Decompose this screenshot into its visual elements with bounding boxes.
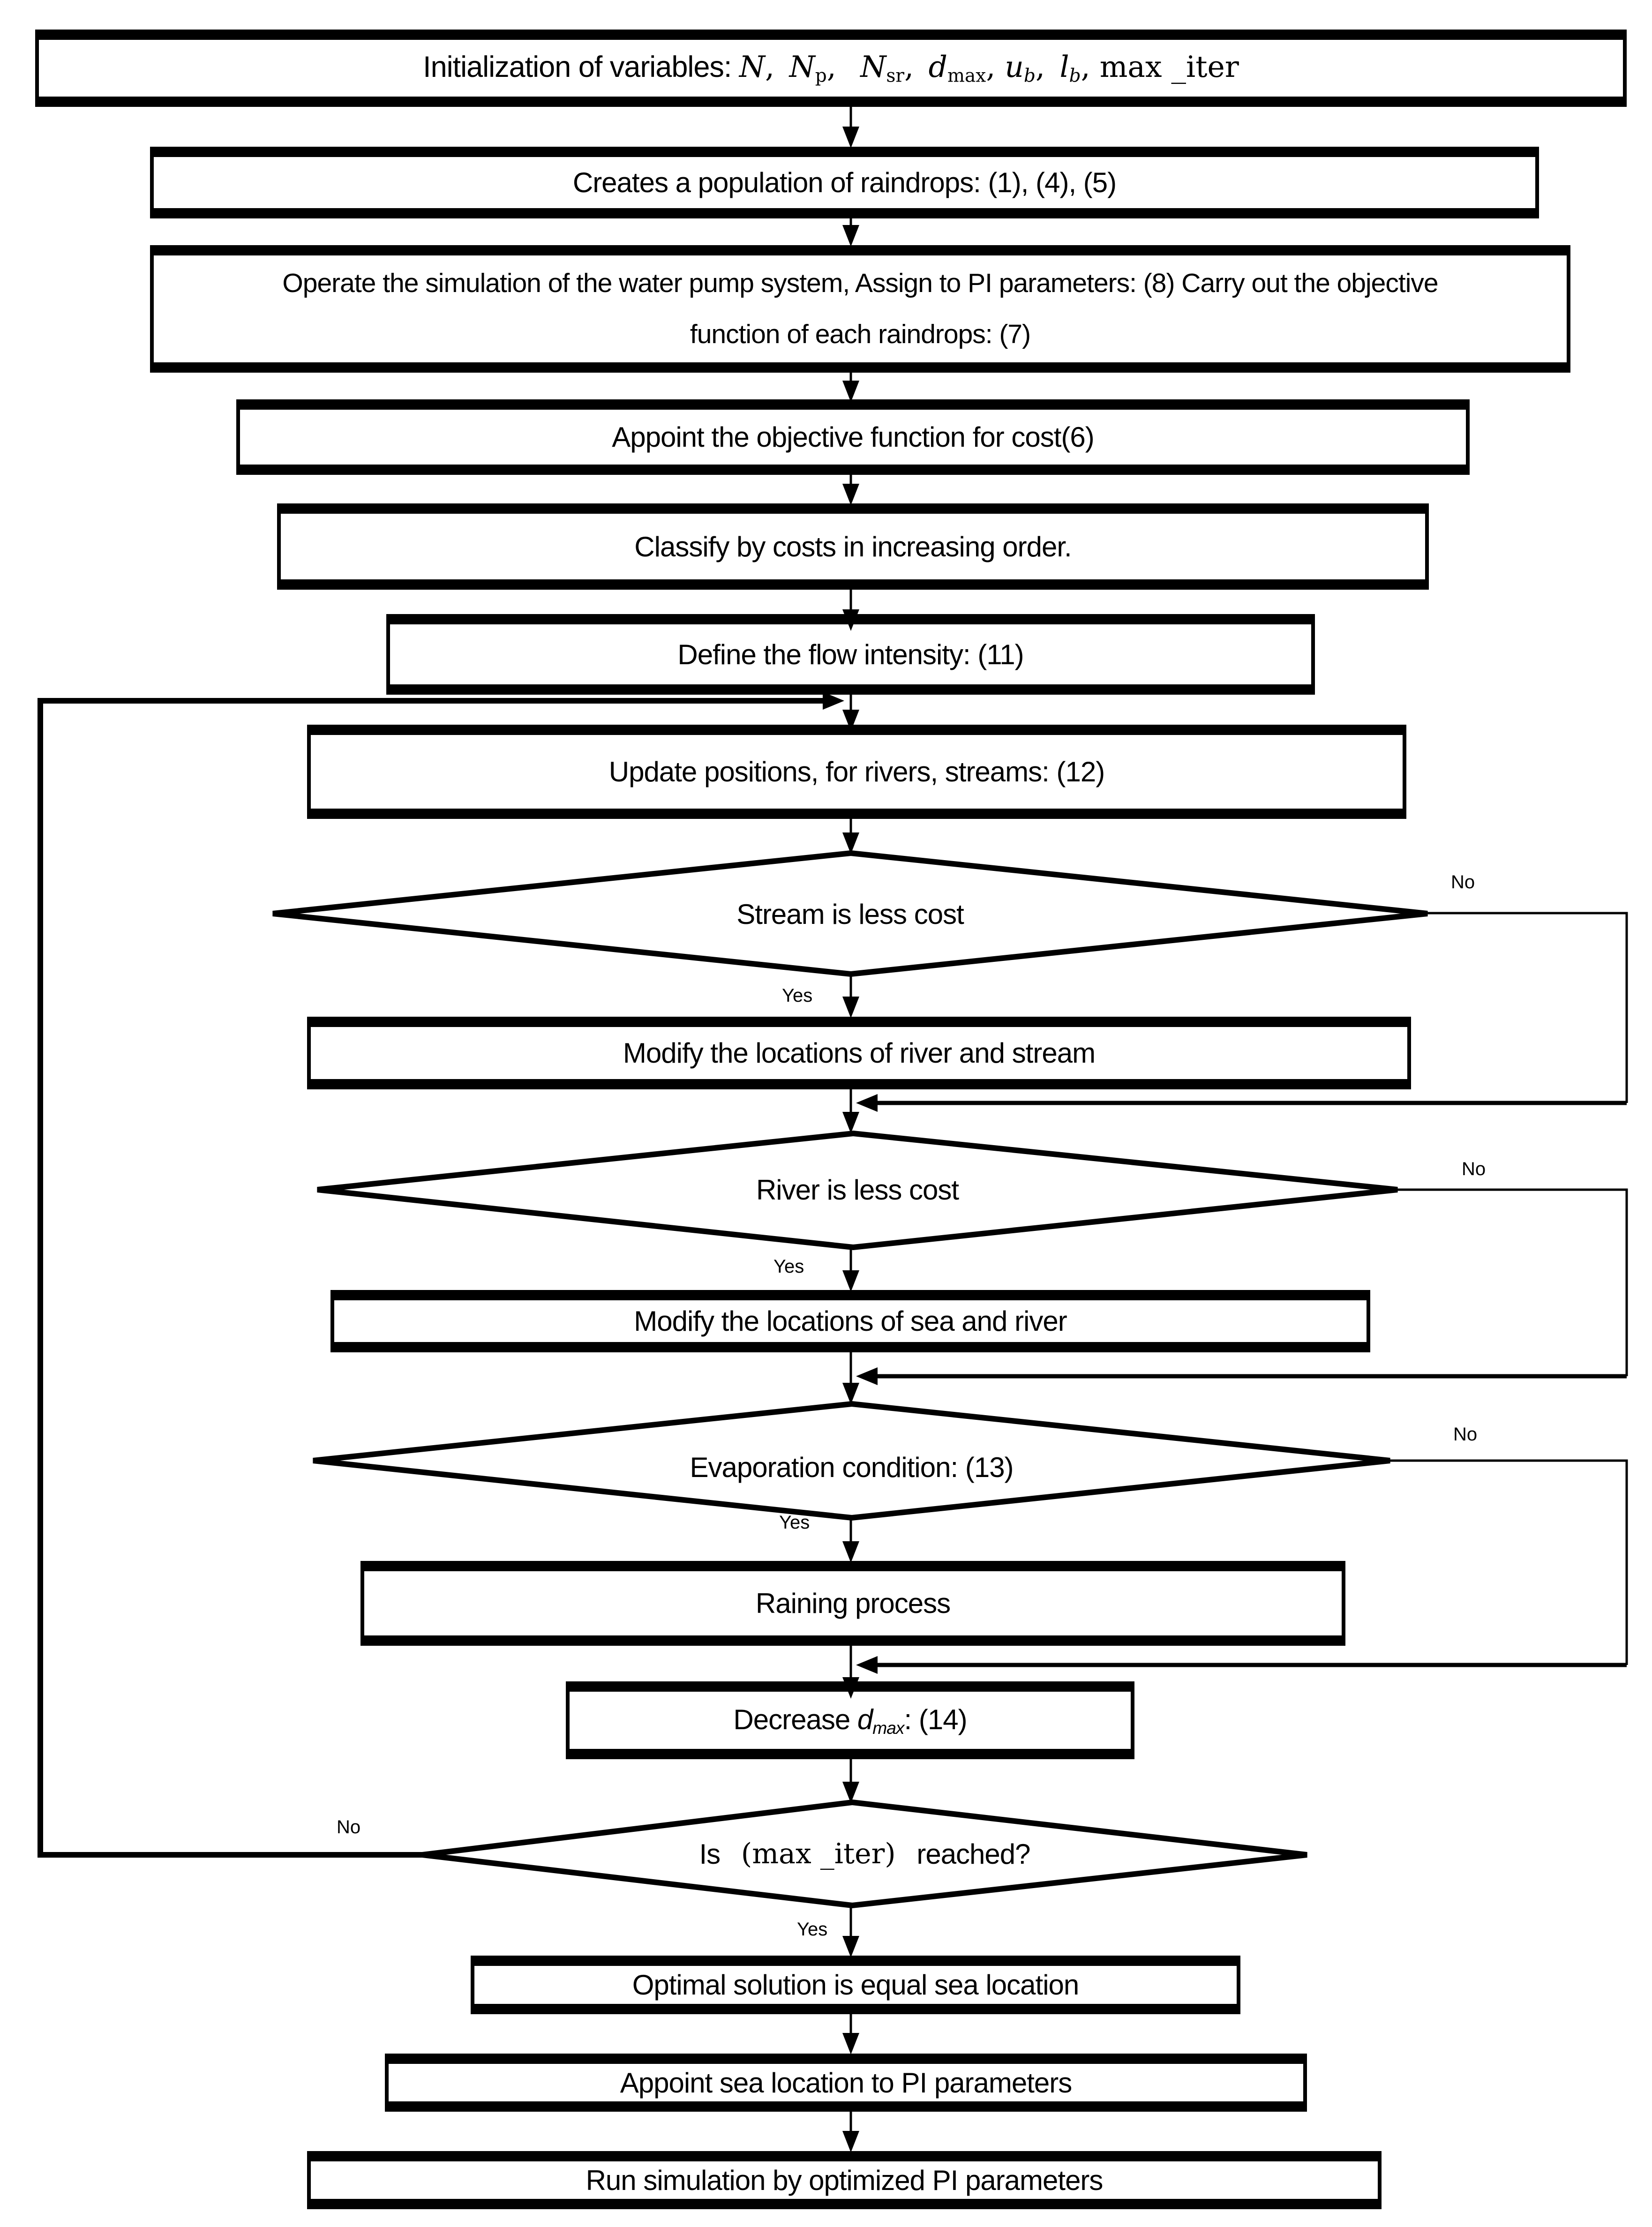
step-optimal-solution-box: Optimal solution is equal sea location <box>471 1956 1240 2014</box>
branch-yes-max-iter: Yes <box>797 1919 828 1940</box>
loop-back-line <box>38 692 844 1858</box>
step-modify-sea-river-label: Modify the locations of sea and river <box>634 1305 1067 1337</box>
step-optimal-solution-label: Optimal solution is equal sea location <box>632 1969 1080 2001</box>
step-appoint-objective-label: Appoint the objective function for cost(… <box>612 421 1095 453</box>
step-modify-sea-river-box: Modify the locations of sea and river <box>330 1290 1370 1352</box>
step-create-population-label: Creates a population of raindrops: (1), … <box>572 167 1117 198</box>
step-raining-process-label: Raining process <box>755 1588 951 1619</box>
step-initialization-box: Initialization of variables: N, Np, Nsr,… <box>35 30 1627 107</box>
step-raining-process-box: Raining process <box>360 1561 1345 1646</box>
decision-stream-less-cost-label: Stream is less cost <box>736 898 964 930</box>
step-flow-intensity-label: Define the flow intensity: (11) <box>677 638 1024 670</box>
step-decrease-dmax-label: Decrease dmax: (14) <box>733 1703 967 1738</box>
step-classify-costs-label: Classify by costs in increasing order. <box>634 531 1072 562</box>
step-update-positions-box: Update positions, for rivers, streams: (… <box>307 725 1406 819</box>
step-appoint-sea-location-label: Appoint sea location to PI parameters <box>620 2067 1073 2099</box>
decision-river-less-cost-label: River is less cost <box>756 1174 959 1206</box>
branch-no-river: No <box>1462 1159 1486 1179</box>
step-operate-simulation-label: Operate the simulation of the water pump… <box>282 268 1438 349</box>
step-operate-simulation-box: Operate the simulation of the water pump… <box>150 245 1570 373</box>
step-run-simulation-label: Run simulation by optimized PI parameter… <box>586 2164 1104 2196</box>
branch-yes-stream: Yes <box>782 985 813 1006</box>
step-create-population-box: Creates a population of raindrops: (1), … <box>150 147 1539 218</box>
step-run-simulation-box: Run simulation by optimized PI parameter… <box>307 2151 1382 2209</box>
step-initialization-label: Initialization of variables: N, Np, Nsr,… <box>423 49 1239 87</box>
branch-yes-river: Yes <box>773 1256 804 1277</box>
step-modify-river-stream-box: Modify the locations of river and stream <box>307 1017 1411 1089</box>
step-appoint-objective-box: Appoint the objective function for cost(… <box>236 399 1470 475</box>
decision-max-iter-label: Is (max _iter) reached? <box>699 1837 1030 1870</box>
step-classify-costs-box: Classify by costs in increasing order. <box>277 503 1429 590</box>
branch-yes-evaporation: Yes <box>779 1512 810 1533</box>
decision-evaporation-label: Evaporation condition: (13) <box>690 1451 1014 1483</box>
branch-no-max-iter: No <box>337 1817 361 1837</box>
step-appoint-sea-location-box: Appoint sea location to PI parameters <box>385 2054 1307 2112</box>
branch-no-evaporation: No <box>1453 1424 1478 1445</box>
step-modify-river-stream-label: Modify the locations of river and stream <box>623 1037 1096 1069</box>
step-update-positions-label: Update positions, for rivers, streams: (… <box>608 756 1105 787</box>
step-flow-intensity-box: Define the flow intensity: (11) <box>386 614 1315 695</box>
branch-no-stream: No <box>1451 872 1475 892</box>
step-decrease-dmax-box: Decrease dmax: (14) <box>566 1681 1134 1759</box>
